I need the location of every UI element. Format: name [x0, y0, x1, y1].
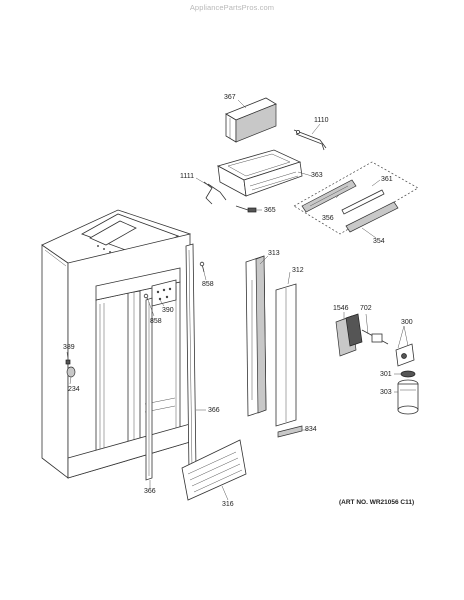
callout-363: 363 — [311, 172, 323, 179]
leader-lines — [66, 99, 409, 501]
callout-1111: 1111 — [180, 173, 195, 180]
callout-361: 361 — [381, 176, 393, 183]
callout-858-lower: 858 — [150, 318, 162, 325]
part-1546-702 — [335, 313, 389, 357]
part-389-234 — [65, 359, 76, 378]
callout-390: 390 — [162, 307, 174, 314]
part-367-box — [225, 97, 277, 143]
part-312-panel — [275, 283, 297, 427]
callout-234: 234 — [68, 386, 80, 393]
part-834-bar — [277, 425, 303, 438]
callout-303: 303 — [380, 389, 392, 396]
callout-366-right: 366 — [208, 407, 220, 414]
callout-300: 300 — [401, 319, 413, 326]
callout-356: 356 — [322, 215, 334, 222]
part-303-filter — [397, 379, 419, 415]
part-313-trim — [245, 255, 267, 417]
callout-301: 301 — [380, 371, 392, 378]
part-301-cap — [400, 370, 416, 378]
callout-316: 316 — [222, 501, 234, 508]
callout-367: 367 — [224, 94, 236, 101]
part-365-connector — [235, 205, 257, 213]
part-316-grille — [181, 439, 247, 501]
part-1111-cord — [203, 181, 227, 205]
callout-366-left: 366 — [144, 488, 156, 495]
part-354-group — [293, 161, 419, 235]
part-300-valve — [395, 343, 415, 367]
callout-312: 312 — [292, 267, 304, 274]
callout-702: 702 — [360, 305, 372, 312]
callout-834: 834 — [305, 426, 317, 433]
art-number: (ART NO. WR21056 C11) — [339, 499, 415, 506]
part-1110-bracket — [293, 129, 327, 151]
callout-858-upper: 858 — [202, 281, 214, 288]
part-363-tray — [216, 149, 303, 197]
part-366-gaskets — [145, 243, 197, 481]
callout-365: 365 — [264, 207, 276, 214]
watermark: AppliancePartsPros.com — [189, 3, 275, 12]
callout-1110: 1110 — [314, 117, 329, 124]
callout-354: 354 — [373, 238, 385, 245]
callout-389: 389 — [63, 344, 75, 351]
callout-1546: 1546 — [333, 305, 349, 312]
callout-313: 313 — [268, 250, 280, 257]
